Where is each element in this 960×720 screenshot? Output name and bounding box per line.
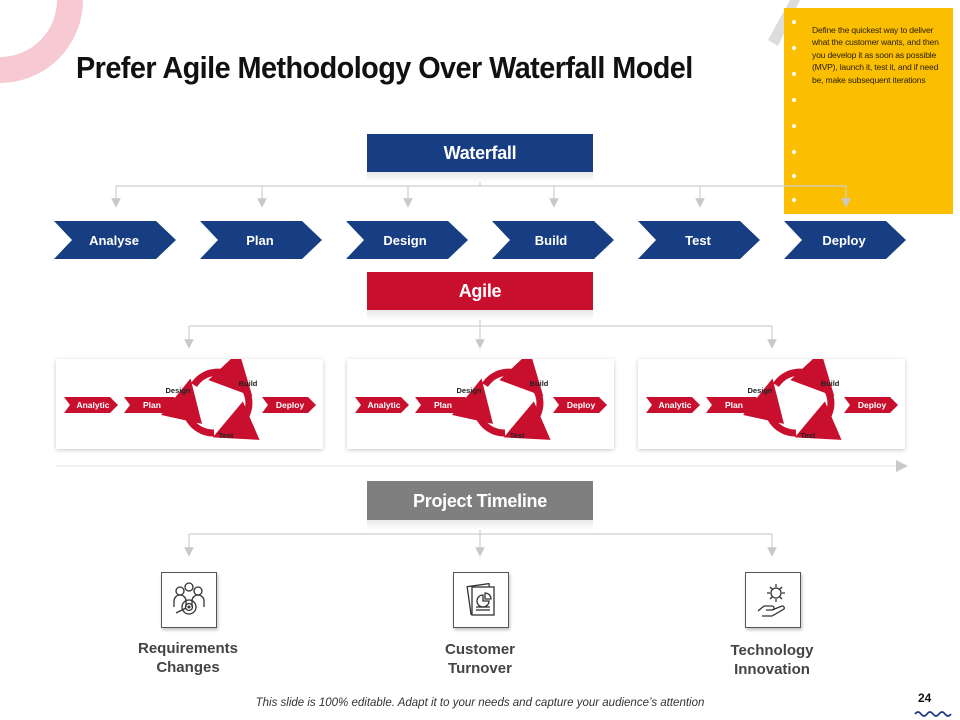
waterfall-label: Waterfall <box>443 143 517 163</box>
slide-footer: This slide is 100% editable. Adapt it to… <box>255 697 705 709</box>
waterfall-step-test: Test <box>638 221 760 259</box>
waterfall-step-label: Design <box>383 233 426 248</box>
agile-cycle-diagram: Analytic Plan Design Build Test Deploy <box>355 351 607 440</box>
waterfall-step-label: Plan <box>246 233 274 248</box>
deploy-chevron <box>844 397 898 413</box>
deploy-chevron <box>262 397 316 413</box>
cycle-arrow-right <box>212 389 260 440</box>
test-label: Test <box>510 431 525 440</box>
waterfall-step-label: Test <box>685 233 711 248</box>
timeline-bar: Project Timeline <box>367 481 593 520</box>
agile-cycle-diagram: Analytic Plan Design Build Test Deploy <box>646 351 898 440</box>
note-box: Define the quickest way to deliver what … <box>784 8 953 214</box>
note-text: Define the quickest way to deliver what … <box>812 25 939 85</box>
agile-bar: Agile <box>367 272 593 310</box>
agile-card: Analytic Plan Design Build Test Deploy <box>347 351 614 449</box>
waterfall-step-label: Build <box>535 233 568 248</box>
timeline-item-label: Innovation <box>734 661 810 678</box>
analytic-label: Analytic <box>367 400 400 410</box>
build-label: Build <box>530 379 549 388</box>
timeline-item-customer: Customer Turnover <box>400 640 560 678</box>
timeline-bar-reflection <box>367 520 593 530</box>
cycle-arrow-top <box>482 351 544 397</box>
plan-label: Plan <box>434 400 452 410</box>
analytic-chevron <box>355 397 409 413</box>
design-label: Design <box>456 386 481 395</box>
timeline-item-label: Changes <box>156 659 220 676</box>
hand-gear-icon <box>745 572 801 628</box>
page-number: 24 <box>918 691 932 705</box>
waterfall-step-deploy: Deploy <box>784 221 906 259</box>
team-target-icon <box>161 572 217 628</box>
deploy-label: Deploy <box>276 400 305 410</box>
waterfall-step-plan: Plan <box>200 221 322 259</box>
wave-decoration-icon <box>914 711 952 717</box>
build-label: Build <box>821 379 840 388</box>
timeline-item-label: Turnover <box>448 660 512 677</box>
decorative-arc <box>0 0 83 83</box>
deploy-label: Deploy <box>567 400 596 410</box>
deploy-label: Deploy <box>858 400 887 410</box>
cycle-arrow-top <box>191 351 253 397</box>
waterfall-bar-reflection <box>367 172 593 182</box>
agile-bar-reflection <box>367 310 593 320</box>
timeline-label: Project Timeline <box>413 491 547 511</box>
cycle-arrow-left <box>451 378 506 437</box>
plan-label: Plan <box>143 400 161 410</box>
waterfall-steps: Analyse Plan Design Build Test Deploy <box>54 221 906 259</box>
timeline-item-label: Requirements <box>137 640 239 657</box>
test-label: Test <box>801 431 816 440</box>
analytic-chevron <box>646 397 700 413</box>
analytic-chevron <box>64 397 118 413</box>
timeline-item-label: Technology <box>730 642 814 659</box>
plan-label: Plan <box>725 400 743 410</box>
cycle-arrow-left <box>160 378 215 437</box>
design-label: Design <box>747 386 772 395</box>
agile-cycle-diagram: Analytic Plan Design Build Test Deploy <box>64 351 316 440</box>
timeline-item-requirements: Requirements Changes <box>108 639 268 677</box>
waterfall-step-build: Build <box>492 221 614 259</box>
build-label: Build <box>239 379 258 388</box>
analytic-label: Analytic <box>658 400 691 410</box>
agile-card: Analytic Plan Design Build Test Deploy <box>638 351 905 449</box>
waterfall-bar: Waterfall <box>367 134 593 172</box>
cycle-arrow-right <box>794 389 842 440</box>
documents-chart-icon <box>453 572 509 628</box>
cycle-arrow-left <box>742 378 797 437</box>
timeline-item-label: Customer <box>444 641 515 658</box>
cycle-arrow-right <box>503 389 551 440</box>
slide-title: Prefer Agile Methodology Over Waterfall … <box>76 50 693 85</box>
design-label: Design <box>165 386 190 395</box>
agile-label: Agile <box>458 281 502 301</box>
deploy-chevron <box>553 397 607 413</box>
waterfall-step-analyse: Analyse <box>54 221 176 259</box>
agile-card: Analytic Plan Design Build Test Deploy <box>56 351 323 449</box>
waterfall-step-label: Analyse <box>89 233 139 248</box>
cycle-arrow-top <box>773 351 835 397</box>
waterfall-step-label: Deploy <box>822 233 866 248</box>
analytic-label: Analytic <box>76 400 109 410</box>
timeline-item-technology: Technology Innovation <box>692 641 852 679</box>
waterfall-step-design: Design <box>346 221 468 259</box>
test-label: Test <box>219 431 234 440</box>
